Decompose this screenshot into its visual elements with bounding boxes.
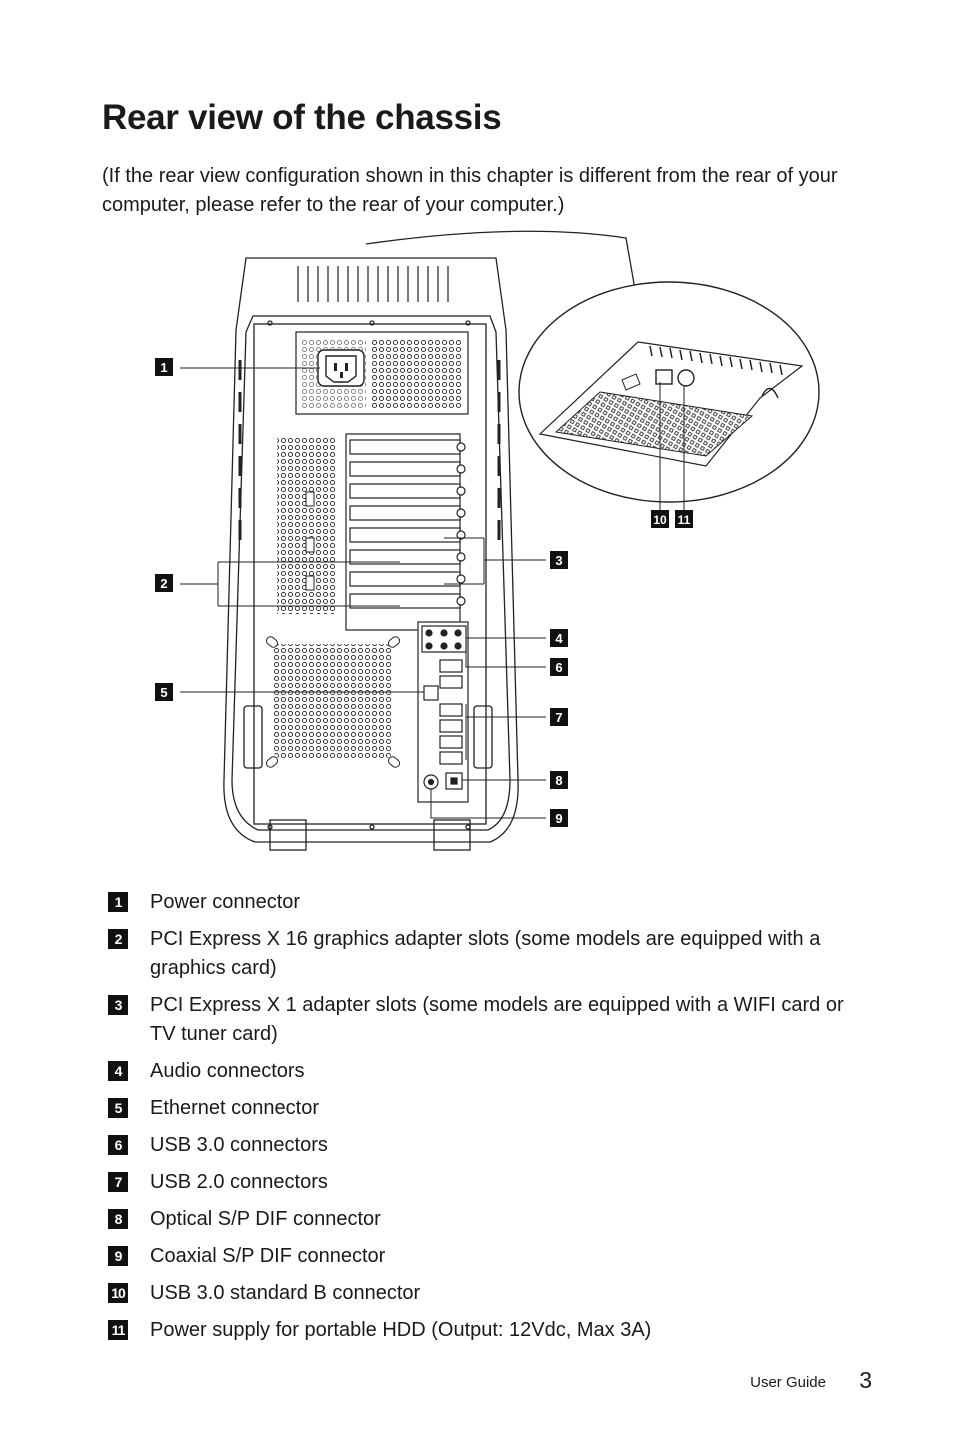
legend-badge: 11 [108, 1320, 128, 1340]
legend-item: 8 Optical S/P DIF connector [108, 1205, 898, 1234]
callout-badge: 9 [550, 809, 568, 827]
legend-badge: 9 [108, 1246, 128, 1266]
legend-badge: 8 [108, 1209, 128, 1229]
chassis-body [223, 257, 519, 851]
svg-text:2: 2 [160, 576, 167, 591]
legend-badge: 6 [108, 1135, 128, 1155]
legend-item: 6 USB 3.0 connectors [108, 1131, 898, 1160]
zoom-bubble [365, 230, 820, 503]
side-vent-grille [277, 438, 335, 614]
svg-text:9: 9 [555, 811, 562, 826]
svg-text:1: 1 [160, 360, 167, 375]
callout-badge: 4 [550, 629, 568, 647]
legend-text: Optical S/P DIF connector [150, 1208, 381, 1230]
power-connector-icon [325, 355, 357, 383]
legend-text: Audio connectors [150, 1060, 305, 1082]
power-supply-unit [295, 331, 469, 415]
usb-b-connector-icon [655, 369, 673, 385]
legend-item: 10 USB 3.0 standard B connector [108, 1279, 898, 1308]
legend-badge: 10 [108, 1283, 128, 1303]
svg-text:4: 4 [555, 631, 563, 646]
io-panel [417, 621, 469, 803]
hdd-power-jack-icon [677, 369, 695, 387]
callout-badge: 10 [651, 510, 669, 528]
legend-badge: 5 [108, 1098, 128, 1118]
top-vent-slats [297, 266, 449, 302]
legend-item: 11 Power supply for portable HDD (Output:… [108, 1316, 898, 1345]
legend-text: Ethernet connector [150, 1097, 319, 1119]
legend-badge: 2 [108, 929, 128, 949]
page-title: Rear view of the chassis [102, 98, 502, 137]
svg-text:11: 11 [678, 513, 691, 527]
svg-text:7: 7 [555, 710, 562, 725]
callout-badge: 3 [550, 551, 568, 569]
footer-label: User Guide [750, 1374, 826, 1391]
side-vent-slats [238, 360, 501, 540]
legend-text: Power connector [150, 891, 301, 913]
svg-text:10: 10 [653, 513, 667, 527]
legend-text: USB 2.0 connectors [150, 1171, 328, 1193]
legend-text: PCI Express X 16 graphics adapter slots … [150, 928, 821, 979]
legend-item: 2 PCI Express X 16 graphics adapter slots… [108, 925, 898, 983]
legend-badge: 4 [108, 1061, 128, 1081]
legend-badge: 7 [108, 1172, 128, 1192]
legend-badge: 1 [108, 892, 128, 912]
callout-badge: 5 [155, 683, 173, 701]
legend-item: 7 USB 2.0 connectors [108, 1168, 898, 1197]
svg-text:5: 5 [160, 685, 167, 700]
svg-text:6: 6 [555, 660, 562, 675]
legend-item: 3 PCI Express X 1 adapter slots (some mod… [108, 991, 898, 1049]
callout-badge: 6 [550, 658, 568, 676]
chassis-rear-diagram: 1 2 3 4 5 6 7 8 9 10 11 [155, 230, 820, 851]
legend-item: 5 Ethernet connector [108, 1094, 898, 1123]
intro-paragraph: (If the rear view configuration shown in… [102, 165, 838, 216]
leader-lines [180, 367, 685, 819]
legend-text: Power supply for portable HDD (Output: 1… [150, 1319, 652, 1341]
expansion-slots [345, 433, 466, 631]
legend-text: USB 3.0 standard B connector [150, 1282, 421, 1304]
rear-fan-grille [265, 636, 401, 768]
legend-text: USB 3.0 connectors [150, 1134, 328, 1156]
callout-badge: 1 [155, 358, 173, 376]
legend-text: Coaxial S/P DIF connector [150, 1245, 386, 1267]
svg-text:3: 3 [555, 553, 562, 568]
legend-item: 9 Coaxial S/P DIF connector [108, 1242, 898, 1271]
callout-badge: 2 [155, 574, 173, 592]
legend-text: PCI Express X 1 adapter slots (some mode… [150, 994, 844, 1045]
page-number: 3 [859, 1367, 872, 1393]
legend-list: 1 Power connector 2 PCI Express X 16 graph… [108, 888, 898, 1353]
callout-badge: 7 [550, 708, 568, 726]
callout-badge: 8 [550, 771, 568, 789]
callout-badge: 11 [675, 510, 693, 528]
callout-badges: 1 2 3 4 5 6 7 8 9 10 11 [155, 358, 693, 827]
legend-item: 4 Audio connectors [108, 1057, 898, 1086]
svg-text:8: 8 [555, 773, 562, 788]
legend-item: 1 Power connector [108, 888, 898, 917]
legend-badge: 3 [108, 995, 128, 1015]
